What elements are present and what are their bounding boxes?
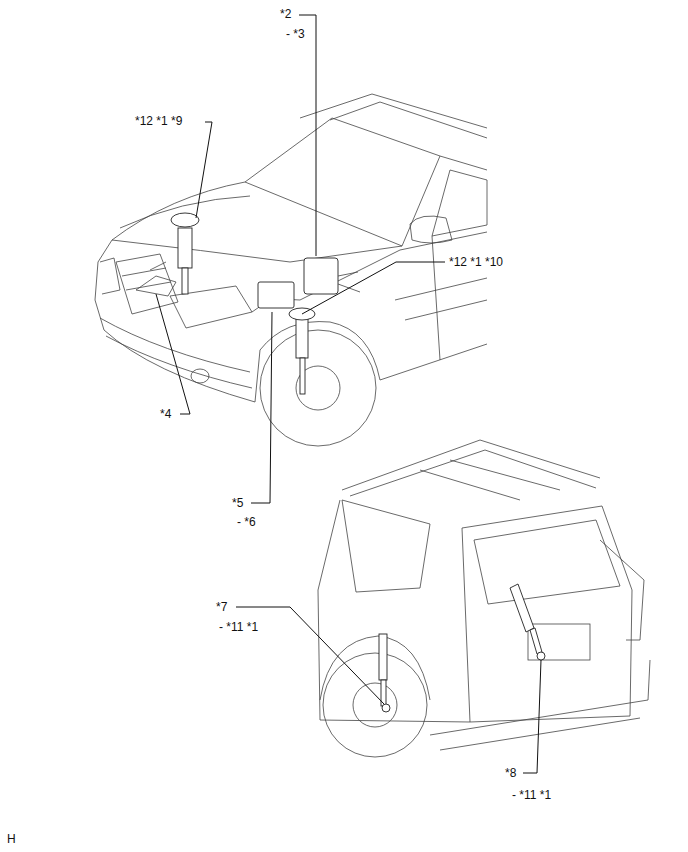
shock-mount <box>382 704 390 712</box>
tailgate <box>462 506 632 722</box>
hood <box>112 240 402 262</box>
shock-absorber <box>530 628 542 654</box>
bumper <box>430 660 650 750</box>
callout-number: *7 <box>215 600 228 614</box>
tail-light <box>600 540 644 640</box>
figure-code: H <box>6 832 17 846</box>
roof-line <box>342 440 600 490</box>
roof-rail <box>350 450 596 500</box>
headlight <box>100 258 120 294</box>
shock-mount <box>537 652 545 660</box>
leader-line <box>299 15 316 256</box>
rear-wheel <box>353 683 397 727</box>
leader-line <box>196 122 212 218</box>
leader-lines <box>156 15 541 773</box>
callout-number: - *6 <box>236 515 257 529</box>
strut-mount <box>171 213 199 227</box>
callout-number: *2 <box>279 7 292 21</box>
grille <box>116 254 178 314</box>
front-wheel <box>260 330 376 446</box>
license-plate <box>528 624 590 660</box>
callout-number: *12 *1 *10 <box>448 255 504 269</box>
front-parts <box>136 213 360 394</box>
bumper <box>100 318 252 388</box>
leader-line <box>523 660 541 773</box>
leader-line <box>156 294 190 414</box>
actuator <box>304 258 338 294</box>
rear-body <box>318 500 470 722</box>
wheel-arch <box>320 636 430 700</box>
suspension-strut <box>182 268 188 294</box>
rear-window <box>474 520 620 604</box>
fender <box>252 250 400 312</box>
callout-number: - *11 *1 <box>511 788 552 802</box>
side-window <box>432 170 487 236</box>
callout-number: - *11 *1 <box>218 620 259 634</box>
height-sensor <box>136 262 176 296</box>
wheel-arch <box>255 322 380 402</box>
control-unit <box>258 282 294 308</box>
callout-number: *8 <box>504 766 517 780</box>
rear-wheel <box>323 653 427 757</box>
roof-line <box>300 94 487 128</box>
rear-parts <box>379 584 545 712</box>
callout-number: - *3 <box>285 27 306 41</box>
callout-number: *4 <box>159 407 172 421</box>
suspension-strut <box>296 318 308 358</box>
callout-number: *12 *1 *9 <box>134 114 183 128</box>
suspension-strut <box>178 228 192 268</box>
roof-line <box>330 102 487 138</box>
rear-vehicle <box>318 440 650 757</box>
shock-absorber <box>510 584 534 632</box>
front-vehicle <box>95 94 487 446</box>
front-face <box>95 240 255 402</box>
actuator-pipe <box>338 272 360 292</box>
leader-line <box>251 312 272 503</box>
fog-lamp <box>191 369 209 383</box>
shock-absorber <box>379 634 387 680</box>
a-pillar <box>440 156 487 170</box>
grille <box>122 268 171 290</box>
suspension-strut <box>300 358 305 394</box>
mirror <box>410 216 452 243</box>
callout-number: *5 <box>231 496 244 510</box>
door-line <box>432 236 440 360</box>
leader-line <box>302 262 445 314</box>
rear-side-window <box>342 500 430 592</box>
hood-edge <box>120 196 250 228</box>
